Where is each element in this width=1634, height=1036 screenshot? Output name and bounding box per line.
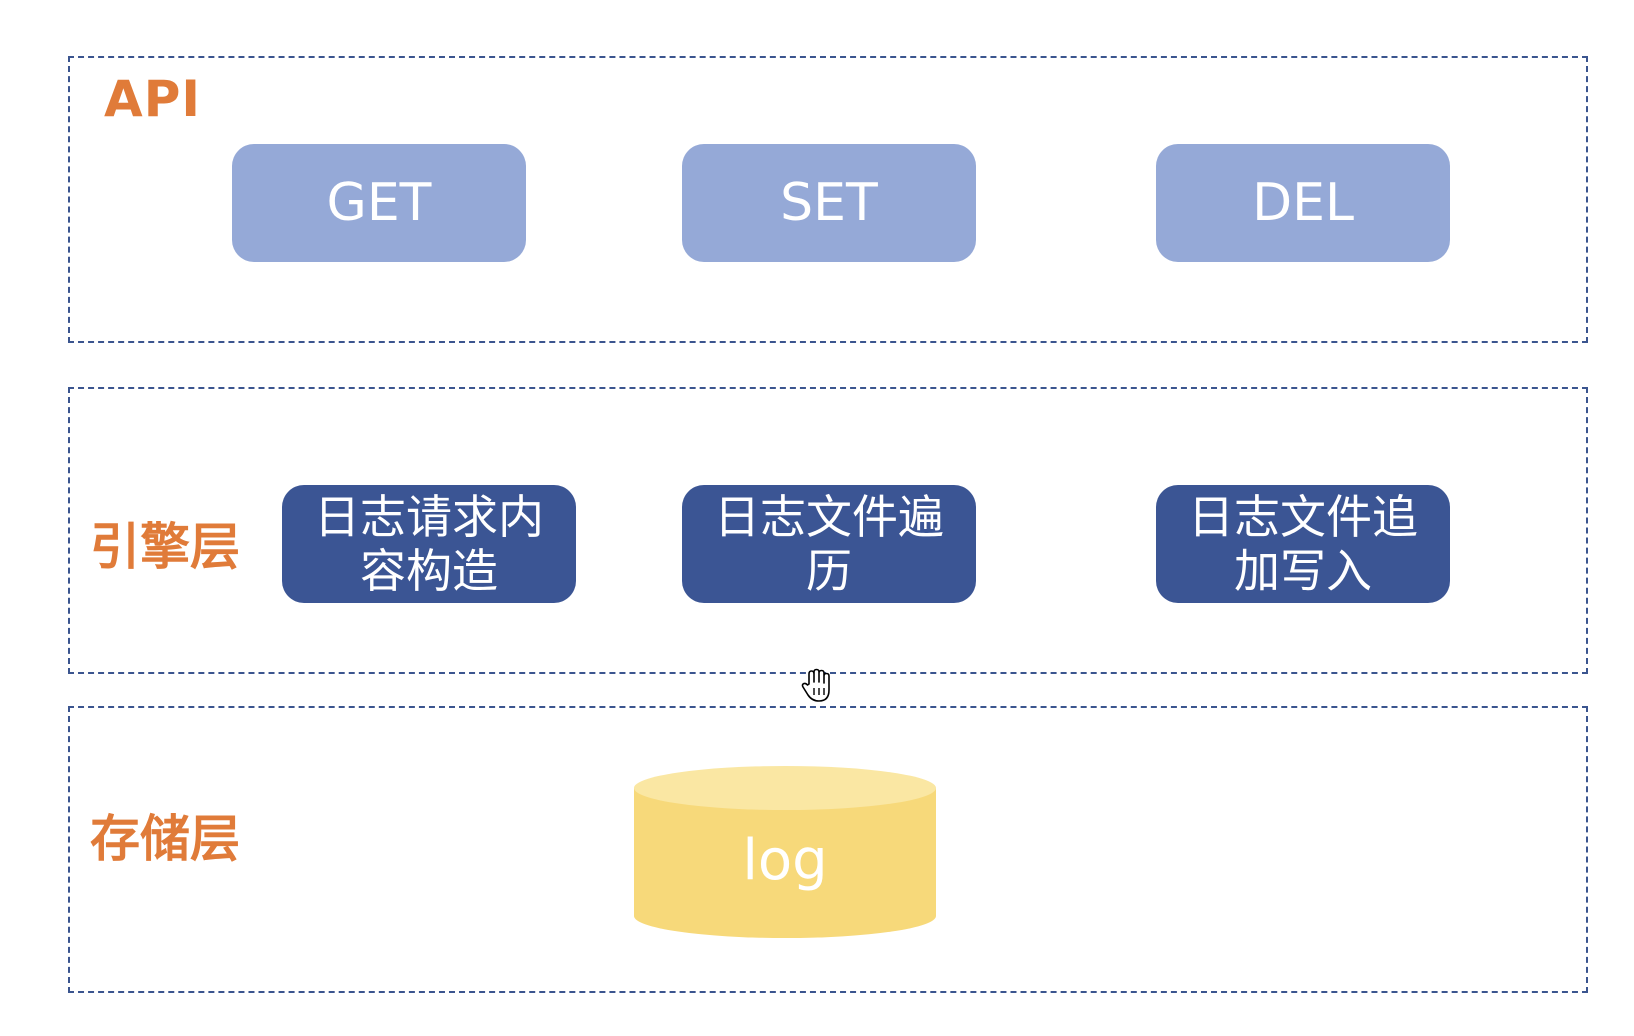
engine-layer-label: 引擎层 xyxy=(90,518,240,576)
storage-layer-label: 存储层 xyxy=(90,810,240,868)
log-store-label: log xyxy=(742,828,828,893)
log-request-construct-box: 日志请求内容构造 xyxy=(282,485,576,603)
cylinder-shape xyxy=(634,766,936,938)
get-box: GET xyxy=(232,144,526,262)
log-file-traverse-box: 日志文件遍历 xyxy=(682,485,976,603)
storage-layer: 存储层 log xyxy=(68,706,1588,993)
hand-pointer-icon xyxy=(801,668,830,702)
set-box: SET xyxy=(682,144,976,262)
api-layer-label: API xyxy=(104,70,201,128)
log-database-cylinder: log xyxy=(634,766,936,938)
api-layer: API GET SET DEL xyxy=(68,56,1588,343)
engine-layer: 引擎层 日志请求内容构造 日志文件遍历 日志文件追加写入 xyxy=(68,387,1588,674)
del-box: DEL xyxy=(1156,144,1450,262)
log-file-append-box: 日志文件追加写入 xyxy=(1156,485,1450,603)
